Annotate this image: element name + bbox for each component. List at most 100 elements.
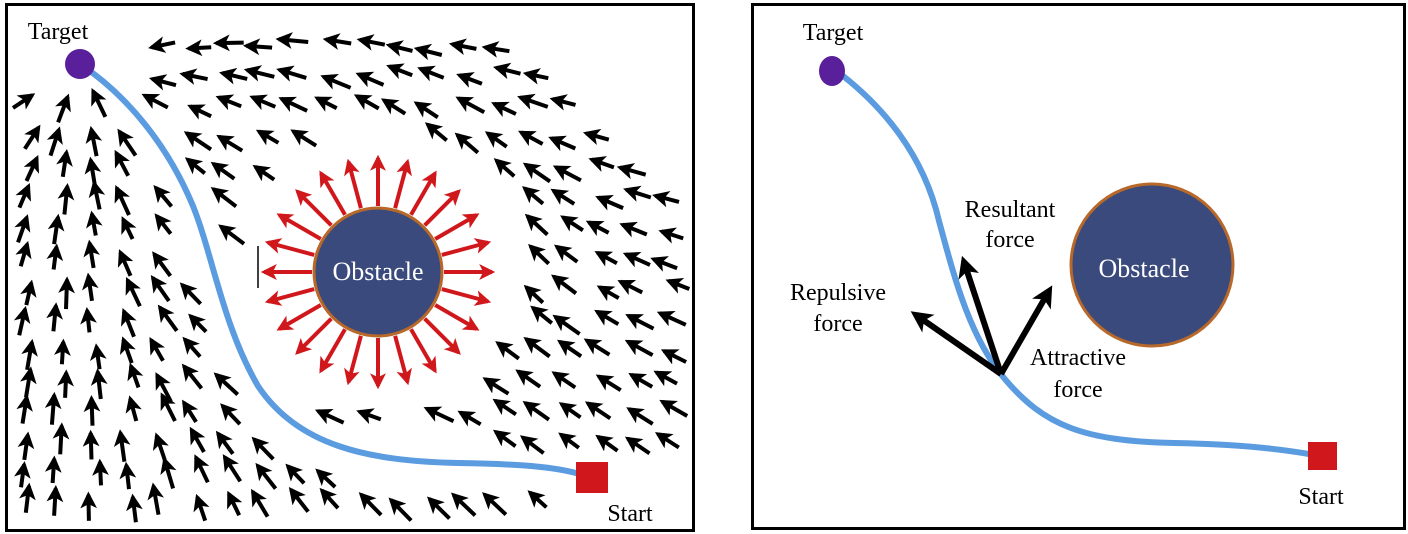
field-arrow [213,372,240,396]
repulsive-arrow [434,213,480,241]
field-arrow [222,454,242,483]
field-arrow [46,485,64,516]
field-arrow [80,491,98,521]
field-arrow [148,36,176,53]
field-arrow [252,164,276,182]
field-arrow [626,407,654,426]
field-arrow [16,393,33,424]
field-arrow [212,34,244,52]
field-arrow [91,87,108,118]
field-arrow [515,369,542,389]
start-marker [576,462,608,493]
field-arrow [184,157,207,175]
field-arrow [314,96,338,112]
field-arrow [624,339,654,357]
field-arrow [80,306,97,333]
field-arrow [194,454,210,484]
field-arrow [522,186,545,206]
field-arrow [188,313,208,334]
field-arrow [527,490,548,509]
field-arrow [588,156,615,172]
repulsive-arrow [319,170,347,216]
field-arrow [255,462,278,490]
repulsive-arrow [434,303,480,331]
field-arrow [518,130,544,147]
field-arrow [549,94,576,111]
obstacle-circle [1069,182,1235,348]
field-arrow [83,239,101,269]
repulsive-label-line1: Repulsive [790,280,886,306]
field-arrow [583,338,611,357]
field-arrow [595,195,624,211]
field-arrow [659,399,689,418]
repulsive-arrow [423,317,461,355]
field-arrow [154,213,173,235]
field-arrow [13,305,31,336]
field-arrow [23,155,39,182]
field-arrow [523,336,551,359]
repulsive-arrow [264,238,315,257]
field-arrow [125,276,142,308]
field-arrow [582,128,610,146]
field-arrow [150,275,171,303]
repulsive-label-line2: force [813,311,862,337]
attractive-label-line2: force [1053,377,1102,403]
field-arrow [21,338,38,371]
field-arrow [656,310,687,327]
repulsive-force-arrow [910,311,1003,377]
field-arrow [665,277,691,294]
field-arrow [491,101,517,118]
target-label: Target [803,20,864,46]
field-arrow [179,282,203,306]
field-arrow [386,63,413,80]
field-arrow [616,163,647,180]
field-arrow [117,128,138,157]
field-arrow [424,122,448,142]
vector-field-diagram: Obstacle Target Start [11,19,691,527]
field-arrow [127,362,144,389]
field-arrow [44,391,62,425]
field-arrow [149,336,166,362]
field-arrow [660,349,687,365]
field-arrow [558,402,582,420]
field-arrow [17,431,35,461]
field-arrow [523,284,545,305]
field-arrow [215,94,242,111]
field-arrow [315,468,337,489]
field-arrow [157,304,179,332]
field-arrow [117,249,134,277]
field-arrow [456,72,483,88]
field-arrow [216,134,244,153]
field-arrow [517,93,549,110]
field-arrow [82,272,99,302]
field-arrow [594,250,618,267]
field-arrow [552,314,581,336]
field-arrow [625,313,655,331]
field-arrow [622,251,651,268]
field-arrows-group [11,32,691,523]
field-arrow [290,129,318,148]
field-arrow [628,372,654,389]
repulsive-arrow [276,213,322,241]
field-arrow [185,39,212,57]
field-arrow [552,165,582,183]
field-arrow [44,455,62,484]
field-arrow [320,74,352,90]
field-arrow [46,126,63,157]
attractive-label-line1: Attractive [1030,345,1126,371]
field-arrow [182,399,199,423]
field-arrow [92,458,109,486]
obstacle-label: Obstacle [1099,254,1190,283]
resultant-force-arrow [958,255,1004,375]
field-arrow [183,131,213,152]
field-arrow [47,213,65,245]
field-arrow [584,401,612,421]
repulsive-arrow [319,328,347,374]
field-arrow [388,497,413,522]
field-arrow [14,214,31,244]
field-arrow [278,96,308,113]
repulsive-arrow [423,189,461,227]
field-arrow [288,486,310,513]
field-arrow [187,104,212,120]
field-arrow [57,182,75,215]
